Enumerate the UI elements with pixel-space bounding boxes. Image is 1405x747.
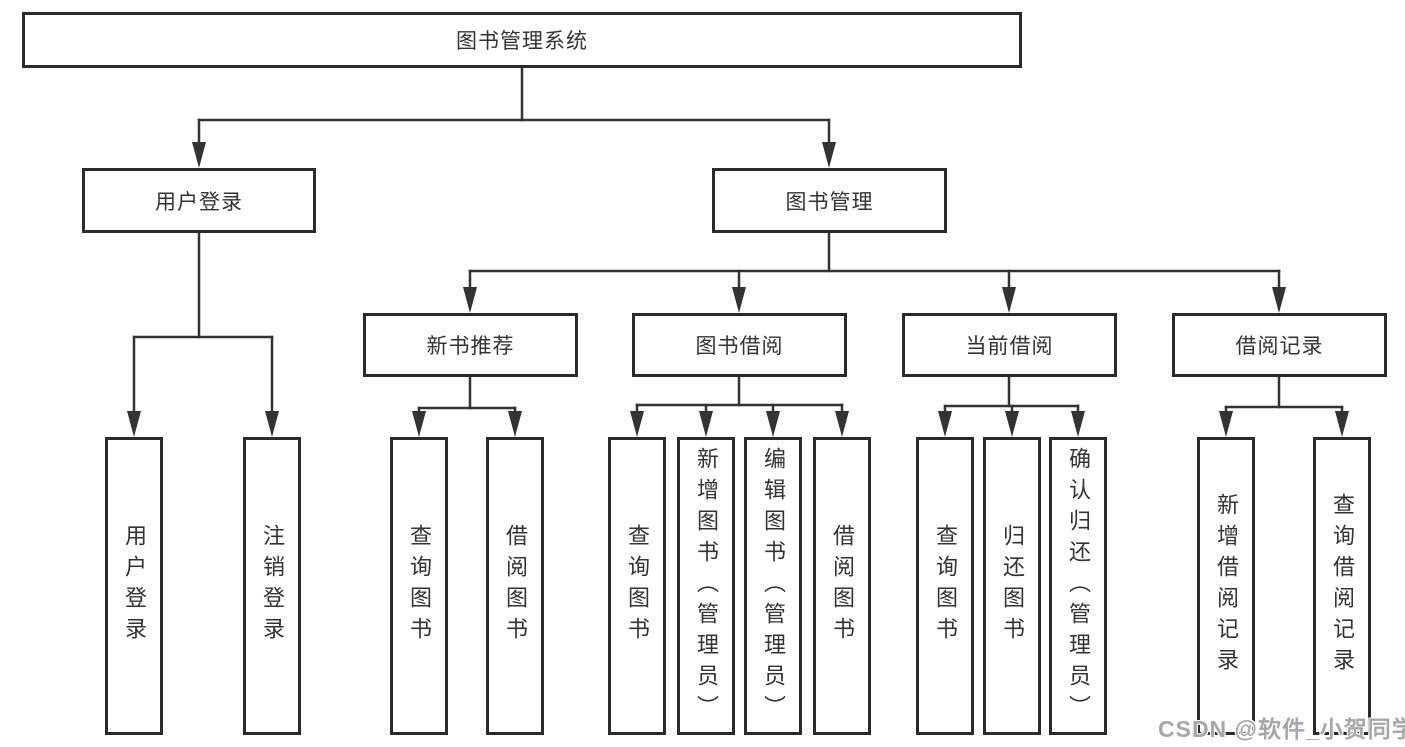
arrowhead-down-icon (463, 287, 477, 313)
arrowhead-down-icon (1272, 287, 1286, 313)
arrowhead-down-icon (412, 411, 426, 437)
arrowhead-down-icon (265, 411, 279, 437)
arrowhead-down-icon (192, 142, 206, 168)
leaf-logout: 注销登录 (243, 437, 301, 735)
arrowhead-down-icon (822, 142, 836, 168)
leaf-current-confirm-return-admin: 确认归还（管理员） (1049, 437, 1107, 735)
arrowhead-down-icon (699, 411, 713, 437)
arrowhead-down-icon (1071, 411, 1085, 437)
node-book-management-branch: 图书管理 (712, 168, 947, 233)
leaf-records-query-borrow-record: 查询借阅记录 (1313, 437, 1371, 735)
leaf-current-return-books: 归还图书 (983, 437, 1041, 735)
leaf-user-login: 用户登录 (105, 437, 163, 735)
csdn-watermark: CSDN @软件_小贺同学 (1158, 716, 1405, 742)
node-user-login-branch: 用户登录 (82, 168, 316, 233)
leaf-borrowing-edit-books-admin: 编辑图书（管理员） (744, 437, 802, 735)
arrowhead-down-icon (1219, 411, 1233, 437)
leaf-borrowing-query-books: 查询图书 (608, 437, 666, 735)
leaf-borrowing-borrow-books: 借阅图书 (813, 437, 871, 735)
leaf-borrowing-add-books-admin: 新增图书（管理员） (677, 437, 735, 735)
arrowhead-down-icon (127, 411, 141, 437)
arrowhead-down-icon (766, 411, 780, 437)
arrowhead-down-icon (1002, 287, 1016, 313)
arrowhead-down-icon (938, 411, 952, 437)
node-library-system: 图书管理系统 (22, 12, 1022, 68)
arrowhead-down-icon (835, 411, 849, 437)
node-new-book-recommend: 新书推荐 (363, 313, 578, 377)
node-book-borrowing: 图书借阅 (632, 313, 847, 377)
arrowhead-down-icon (508, 411, 522, 437)
leaf-recommend-borrow-books: 借阅图书 (486, 437, 544, 735)
node-current-borrowing: 当前借阅 (902, 313, 1117, 377)
leaf-current-query-books: 查询图书 (916, 437, 974, 735)
arrowhead-down-icon (1005, 411, 1019, 437)
arrowhead-down-icon (1335, 411, 1349, 437)
node-borrow-records: 借阅记录 (1172, 313, 1387, 377)
arrowhead-down-icon (630, 411, 644, 437)
arrowhead-down-icon (732, 287, 746, 313)
leaf-recommend-query-books: 查询图书 (390, 437, 448, 735)
leaf-records-add-borrow-record: 新增借阅记录 (1197, 437, 1255, 735)
